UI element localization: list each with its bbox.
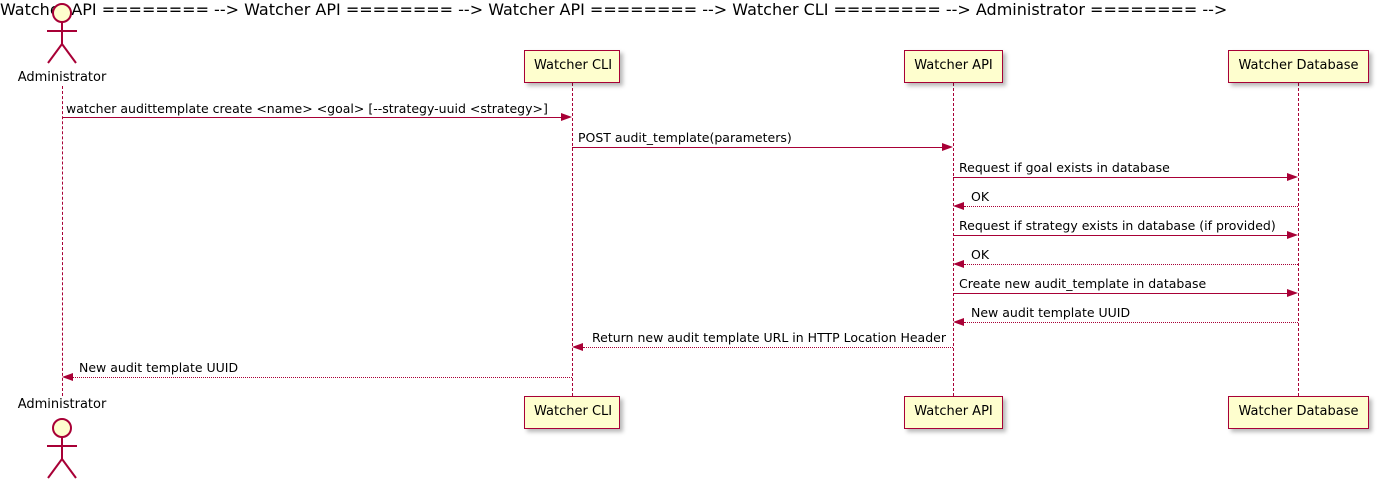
actor-figure-administrator-bottom [47, 418, 77, 479]
message-line-5 [953, 235, 1288, 236]
lifeline-administrator [62, 86, 63, 396]
message-line-2 [572, 147, 943, 148]
message-line-7 [953, 293, 1288, 294]
participant-box-watcher-database-bottom[interactable]: Watcher Database [1228, 396, 1369, 429]
actor-label-administrator-top: Administrator [17, 70, 107, 85]
message-label-8: New audit template UUID [971, 305, 1131, 320]
message-label-1: watcher audittemplate create <name> <goa… [66, 101, 548, 116]
message-label-10: New audit template UUID [79, 360, 239, 375]
message-arrowhead-7 [1287, 288, 1298, 297]
participant-box-watcher-database-top[interactable]: Watcher Database [1228, 50, 1369, 83]
message-label-2: POST audit_template(parameters) [578, 130, 792, 145]
message-line-6 [964, 264, 1298, 265]
message-arrowhead-9 [572, 342, 583, 351]
message-arrowhead-1 [561, 112, 572, 121]
message-arrowhead-5 [1287, 230, 1298, 239]
message-arrowhead-10 [62, 372, 73, 381]
message-label-7: Create new audit_template in database [959, 276, 1207, 291]
message-arrowhead-2 [942, 142, 953, 151]
participant-box-watcher-api-bottom[interactable]: Watcher API [904, 396, 1003, 429]
message-label-9: Return new audit template URL in HTTP Lo… [592, 330, 946, 345]
participant-box-watcher-cli-bottom[interactable]: Watcher CLI [524, 396, 620, 429]
lifeline-watcher-cli [572, 83, 573, 396]
actor-label-administrator-bottom: Administrator [17, 397, 107, 412]
message-line-1 [62, 117, 562, 118]
message-line-3 [953, 177, 1288, 178]
message-line-8 [964, 322, 1298, 323]
message-arrowhead-6 [953, 259, 964, 268]
message-line-9 [583, 347, 953, 348]
message-line-4 [964, 206, 1298, 207]
participant-box-watcher-api-top[interactable]: Watcher API [904, 50, 1003, 83]
message-label-6: OK [971, 247, 990, 262]
message-arrowhead-3 [1287, 172, 1298, 181]
message-line-10 [73, 377, 572, 378]
message-arrowhead-4 [953, 201, 964, 210]
lifeline-watcher-database [1298, 83, 1299, 396]
message-arrowhead-8 [953, 317, 964, 326]
message-label-4: OK [971, 189, 990, 204]
message-label-5: Request if strategy exists in database (… [959, 218, 1276, 233]
message-label-3: Request if goal exists in database [959, 160, 1170, 175]
participant-box-watcher-cli-top[interactable]: Watcher CLI [524, 50, 620, 83]
actor-figure-administrator-top [47, 3, 77, 64]
lifeline-watcher-api [953, 83, 954, 396]
